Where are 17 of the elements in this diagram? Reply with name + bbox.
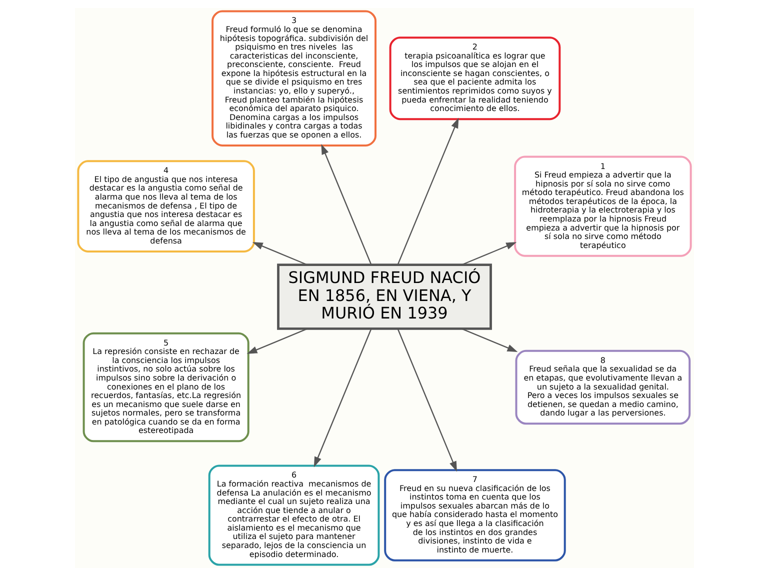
arrow: [246, 328, 307, 354]
arrow: [396, 118, 458, 266]
node-box: 4 El tipo de angustia que nos interesa destacar es la angustia como señal de alarma que nos lleva al tema de los mecanismos de defensa , El tipo de angustia que nos interesa destacar es la angustia como señal de alarma que nos lleva al tema de los mecanismos de defensa: [76, 160, 254, 252]
arrow: [313, 328, 372, 468]
node-box: 5 La represión consiste en rechazar de la consciencia los impulsos instintivos, no solo actúa sobre los impulsos sino sobre la derivación o conexiones en el plano de los recuerdos, fantasías, etc.La regresión es un mecanismo que suele darse en sujetos normales, pero se transforma en patológica cuando se da en forma estereotipada: [82, 332, 249, 442]
arrow: [252, 242, 307, 266]
arrow: [320, 144, 372, 266]
node-box: 3 Freud formuló lo que se denomina hipótesis topográfica. subdivisión del psiquismo en tres niveles las caracteristicas del inconsciente, preconsciente, consciente. Freud expone la hipótesis estructural en la que se divide el psiquismo en tres instancias: yo, ello y superyó., Freud planteo también la hipótesis económica del aparato psiquico. Denomina cargas a los impulsos libidinales y contra cargas a todas las fuerzas que se oponen a ellos.: [211, 10, 376, 146]
node-box: 6 La formación reactiva mecanismos de defensa La anulación es el mecanismo mediante el cual un sujeto realiza una acción que tiende a anular o contrarrestar el efecto de otra. El aislamiento es el mecanismo que utiliza el sujeto para mantener separado, lejos de la consciencia un episodio determinado.: [208, 464, 380, 566]
arrow: [461, 242, 516, 266]
arrow: [461, 328, 518, 352]
arrow: [396, 328, 456, 472]
node-box: SIGMUND FREUD NACIÓ EN 1856, EN VIENA, Y MURIÓ EN 1939: [276, 264, 492, 330]
node-box: 1 Si Freud empieza a advertir que la hipnosis por sí sola no sirve como método terapéutico. Freud abandona los métodos terapéuticos de la época, la hidroterapia y la electroterapia y los reemplaza por la hipnosis Freud empieza a advertir que la hipnosis por sí sola no sirve como método terapéutico: [514, 156, 692, 257]
node-box: 2 terapia psicoanalítica es lograr que los impulsos que se alojan en el inconsciente se hagan conscientes, o sea que el paciente admita los sentimientos reprimidos como suyos y pueda enfrentar la realidad teniendo conocimiento de ellos.: [388, 36, 560, 120]
node-box: 8 Freud señala que la sexualidad se da en etapas, que evolutivamente llevan a un sujeto a la sexualidad genital. Pero a veces los impulsos sexuales se detienen, se quedan a medio camino, dando lugar a las perversiones.: [514, 350, 690, 425]
node-box: 7 Freud en su nueva clasificación de los instintos toma en cuenta que los impulsos sexuales abarcan más de lo que había considerado hasta el momento y es así que llega a la clasificación de los instintos en dos grandes divisiones, instinto de vida e instinto de muerte.: [384, 469, 566, 562]
